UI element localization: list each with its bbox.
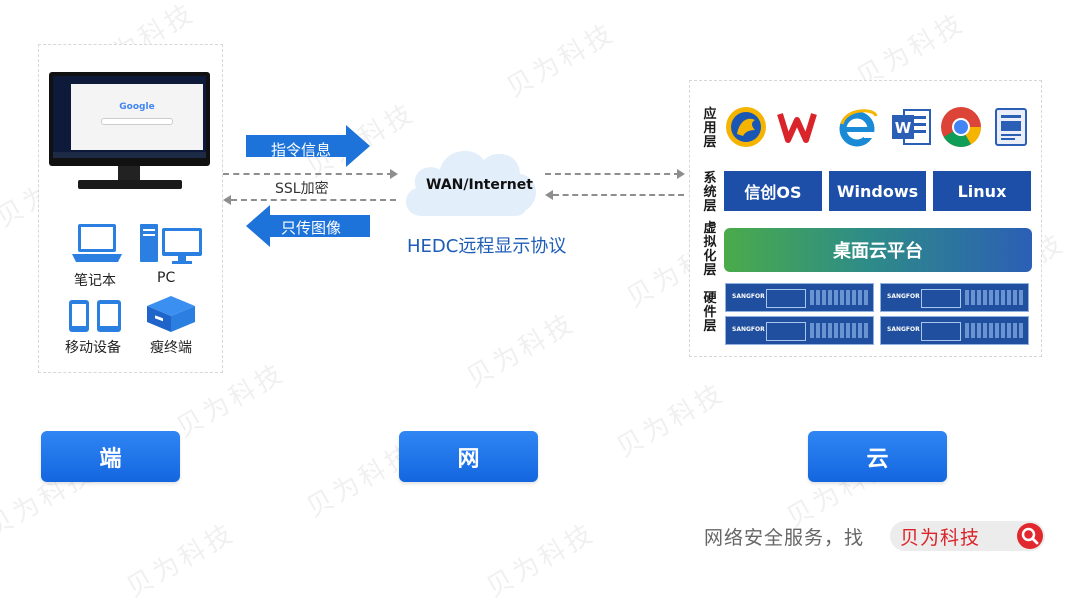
chrome-icon [941, 107, 981, 147]
server-unit: SANGFOR [725, 316, 874, 345]
os-windows: Windows [829, 171, 926, 211]
pc-label: PC [157, 270, 176, 286]
svg-text:W: W [895, 119, 912, 137]
watermark: 贝为科技 [121, 517, 241, 604]
mobile-device-icon [69, 300, 121, 332]
hardware-layer-label: 硬件层 [703, 291, 717, 334]
ie-icon [839, 109, 878, 147]
os-linux: Linux [933, 171, 1031, 211]
watermark: 贝为科技 [611, 377, 731, 464]
laptop-label: 笔记本 [74, 273, 116, 289]
app-logo-icon [726, 107, 766, 147]
ssl-dashed-line-top [223, 173, 393, 175]
server-brand: SANGFOR [732, 326, 765, 333]
internet-cloud-icon [405, 150, 537, 216]
server-brand: SANGFOR [887, 326, 920, 333]
cloud-arrowhead-left [545, 190, 553, 200]
watermark: 贝为科技 [481, 517, 601, 604]
pc-icon [140, 224, 202, 264]
cloud-dashed-line-top [545, 173, 680, 175]
server-unit: SANGFOR [880, 283, 1029, 312]
server-unit: SANGFOR [725, 283, 874, 312]
desktop-monitor: Google [49, 72, 210, 166]
ssl-arrowhead-left [223, 195, 231, 205]
wps-icon [777, 113, 817, 143]
browser-window: Google [71, 84, 203, 150]
ssl-dashed-line-bottom [231, 199, 396, 201]
cloud-arrowhead-right [677, 169, 685, 179]
watermark: 贝为科技 [501, 17, 621, 104]
google-logo: Google [119, 102, 155, 112]
image-arrow [246, 205, 370, 247]
cloud-dashed-line-bottom [553, 194, 684, 196]
document-icon [995, 108, 1027, 146]
laptop-icon [72, 224, 122, 262]
search-button[interactable] [1017, 523, 1043, 549]
server-brand: SANGFOR [732, 293, 765, 300]
desktop-cloud-platform: 桌面云平台 [724, 228, 1032, 272]
thin-client-label: 瘦终端 [150, 340, 192, 356]
ssl-label: SSL加密 [275, 181, 329, 197]
search-icon [1021, 527, 1039, 545]
command-arrow [246, 125, 370, 167]
system-layer-label: 系统层 [703, 171, 717, 214]
wan-label: WAN/Internet [426, 177, 533, 193]
footer-slogan: 网络安全服务，找 [704, 527, 865, 549]
image-label: 只传图像 [281, 219, 342, 237]
ssl-arrowhead-right [390, 169, 398, 179]
app-layer-label: 应用层 [703, 107, 717, 150]
server-unit: SANGFOR [880, 316, 1029, 345]
network-button: 网 [399, 431, 538, 482]
monitor-stand [118, 166, 140, 180]
word-icon: W [892, 109, 931, 145]
cloud-button: 云 [808, 431, 947, 482]
virt-layer-label: 虚拟化层 [703, 221, 717, 278]
command-label: 指令信息 [271, 141, 332, 159]
protocol-label: HEDC远程显示协议 [407, 236, 567, 257]
os-xinchuang: 信创OS [724, 171, 822, 211]
mobile-label: 移动设备 [65, 340, 121, 356]
footer-brand: 贝为科技 [900, 527, 981, 549]
watermark: 贝为科技 [461, 307, 581, 394]
monitor-base [78, 180, 182, 189]
end-button: 端 [41, 431, 180, 482]
thin-client-icon [147, 296, 195, 332]
server-brand: SANGFOR [887, 293, 920, 300]
